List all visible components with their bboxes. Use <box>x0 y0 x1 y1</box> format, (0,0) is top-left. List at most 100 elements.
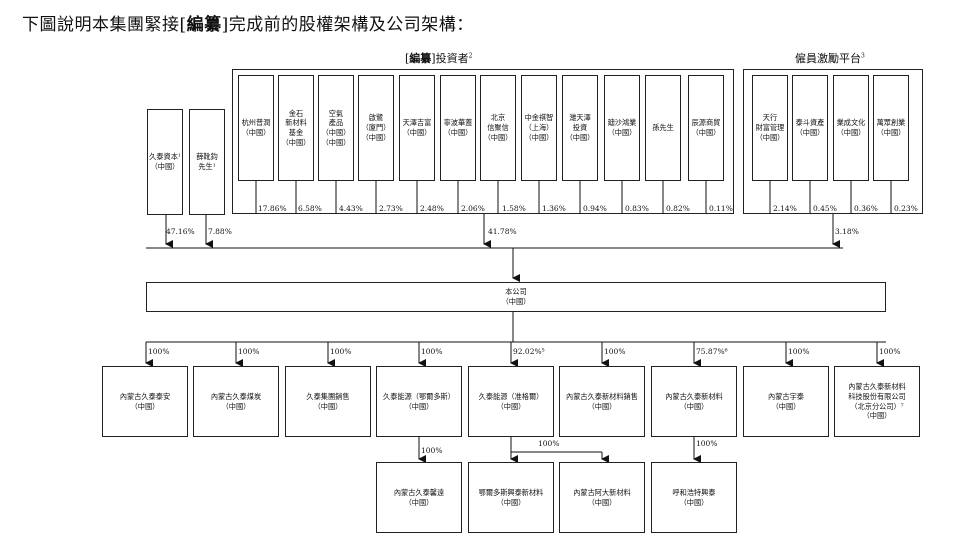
esop-group-title-sup: 3 <box>861 52 865 60</box>
third-level-label: 呼和浩特興泰 （中國） <box>672 487 716 507</box>
investor-label: 北京 信聚信 （中國） <box>483 113 513 142</box>
investor-label: 廸沙鴻業 （中國） <box>607 118 637 137</box>
esop-pct: 0.36% <box>854 204 878 213</box>
subsidiary-label: 內蒙古久泰新材料 科技股份有限公司 （北京分公司）⁷ （中國） <box>848 382 906 421</box>
subsidiary-pct: 75.87%⁶ <box>696 347 728 356</box>
shareholder-box-mr-xue: 薛靴鈞 先生¹ <box>189 109 225 215</box>
esop-group-frame <box>743 69 923 214</box>
investor-box: 杭州普潤 （中國） <box>238 75 274 181</box>
subsidiary-label: 內蒙古久泰煤炭 （中國） <box>210 391 262 411</box>
esop-box: 泰斗資產 （中國） <box>792 75 828 181</box>
shareholder-label: 久泰資本¹ （中國） <box>149 152 181 171</box>
esop-label: 泰斗資產 （中國） <box>795 118 825 137</box>
investor-box: 中金祺智 （上海） （中國） <box>521 75 557 181</box>
investor-pct: 0.83% <box>625 204 649 213</box>
investor-label: 天澤吉富 （中國） <box>402 118 432 137</box>
investor-box: 辰源商貿 （中國） <box>688 75 724 181</box>
investor-pct: 6.58% <box>298 204 322 213</box>
esop-label: 萬眾創業 （中國） <box>876 118 906 137</box>
subsidiary-pct: 92.02%⁵ <box>513 347 545 356</box>
subsidiary-box: 內蒙古久泰泰安 （中國） <box>102 366 188 437</box>
investor-label: 金石 新材料 基金 （中國） <box>281 108 311 147</box>
subsidiary-label: 久泰能源（鄂爾多斯） （中國） <box>383 391 455 411</box>
third-level-label: 內蒙古久泰馨遠 （中國） <box>393 487 445 507</box>
esop-total-pct: 3.18% <box>835 227 859 236</box>
investor-pct: 2.48% <box>420 204 444 213</box>
subsidiary-box: 內蒙古久泰新材料 （中國） <box>651 366 737 437</box>
subsidiary-pct: 100% <box>788 347 810 356</box>
investor-box: 金石 新材料 基金 （中國） <box>278 75 314 181</box>
subsidiary-label: 內蒙古久泰新材料銷售 （中國） <box>566 391 638 411</box>
investors-total-pct: 41.78% <box>488 227 517 236</box>
investor-label: 孫先生 <box>652 123 674 133</box>
esop-box: 業成文化 （中國） <box>833 75 869 181</box>
investor-label: 濰天澤 投資 （中國） <box>565 113 595 142</box>
investor-pct: 0.82% <box>666 204 690 213</box>
investor-group-title-sup: 2 <box>468 52 473 60</box>
third-level-box: 鄂爾多斯興泰新材料 （中國） <box>468 462 554 533</box>
third-level-pct: 100% <box>421 446 443 455</box>
third-level-pct: 100% <box>696 439 718 448</box>
investor-group-title-pre: [ <box>405 52 410 65</box>
investor-pct: 1.36% <box>542 204 566 213</box>
investor-box: 空氣 產品 （中國） （中國） <box>318 75 354 181</box>
investor-box: 孫先生 <box>645 75 681 181</box>
subsidiary-box: 久泰能源（鄂爾多斯） （中國） <box>376 366 462 437</box>
esop-box: 萬眾創業 （中國） <box>873 75 909 181</box>
investor-pct: 0.94% <box>583 204 607 213</box>
title-text-bold: 編纂 <box>186 15 222 35</box>
esop-pct: 0.23% <box>894 204 918 213</box>
investor-box: 廸沙鴻業 （中國） <box>604 75 640 181</box>
investor-pct: 17.86% <box>258 204 287 213</box>
investor-pct: 2.73% <box>379 204 403 213</box>
investor-pct: 2.06% <box>461 204 485 213</box>
investor-box: 濰天澤 投資 （中國） <box>562 75 598 181</box>
third-level-box: 內蒙古久泰馨遠 （中國） <box>376 462 462 533</box>
esop-label: 業成文化 （中國） <box>836 118 866 137</box>
subsidiary-pct: 100% <box>330 347 352 356</box>
investor-label: 啟鷺 （廈門） （中國） <box>361 113 391 142</box>
subsidiary-pct: 100% <box>879 347 901 356</box>
shareholder-pct: 47.16% <box>166 227 195 236</box>
investor-label: 杭州普潤 （中國） <box>241 118 271 137</box>
esop-label: 天行 財富管理 （中國） <box>755 113 785 142</box>
subsidiary-label: 內蒙古久泰新材料 （中國） <box>665 391 723 411</box>
shareholder-label: 薛靴鈞 先生¹ <box>196 152 218 171</box>
esop-group-title-label: 僱員激勵平台 <box>795 52 861 65</box>
investor-box: 寧波華蓋 （中國） <box>440 75 476 181</box>
third-level-pct: 100% <box>538 439 560 448</box>
subsidiary-box: 內蒙古久泰煤炭 （中國） <box>193 366 279 437</box>
investor-label: 寧波華蓋 （中國） <box>443 118 473 137</box>
subsidiary-pct: 100% <box>604 347 626 356</box>
investor-label: 中金祺智 （上海） （中國） <box>524 113 554 142</box>
shareholder-box-jiutai-capital: 久泰資本¹ （中國） <box>147 109 183 215</box>
subsidiary-label: 久泰集團銷售 （中國） <box>306 391 350 411</box>
title-text-pre: 下圖說明本集團緊接[ <box>22 15 187 35</box>
subsidiary-box: 內蒙古宇泰 （中國） <box>743 366 829 437</box>
esop-group-title: 僱員激勵平台3 <box>795 50 865 66</box>
subsidiary-box: 久泰集團銷售 （中國） <box>285 366 371 437</box>
subsidiary-label: 內蒙古久泰泰安 （中國） <box>119 391 171 411</box>
title-text-post: ]完成前的股權架構及公司架構： <box>221 15 474 35</box>
subsidiary-pct: 100% <box>148 347 170 356</box>
third-level-label: 鄂爾多斯興泰新材料 （中國） <box>478 487 544 507</box>
esop-pct: 2.14% <box>773 204 797 213</box>
company-label: 本公司 （中國） <box>501 287 531 306</box>
investor-label: 空氣 產品 （中國） （中國） <box>321 108 351 147</box>
subsidiary-label: 內蒙古宇泰 （中國） <box>768 391 804 411</box>
esop-pct: 0.45% <box>813 204 837 213</box>
investor-group-title-post: ]投資者 <box>431 52 469 65</box>
subsidiary-box: 久泰能源（准格爾） （中國） <box>468 366 554 437</box>
subsidiary-box: 內蒙古久泰新材料銷售 （中國） <box>559 366 645 437</box>
investor-box: 天澤吉富 （中國） <box>399 75 435 181</box>
investor-label: 辰源商貿 （中國） <box>691 118 721 137</box>
subsidiary-pct: 100% <box>238 347 260 356</box>
investor-group-title-bold: 編纂 <box>409 52 432 65</box>
investor-box: 啟鷺 （廈門） （中國） <box>358 75 394 181</box>
third-level-label: 內蒙古阿大新材料 （中國） <box>573 487 631 507</box>
esop-box: 天行 財富管理 （中國） <box>752 75 788 181</box>
third-level-box: 呼和浩特興泰 （中國） <box>651 462 737 533</box>
page-title: 下圖說明本集團緊接[編纂]完成前的股權架構及公司架構： <box>22 10 474 35</box>
shareholder-pct: 7.88% <box>208 227 232 236</box>
